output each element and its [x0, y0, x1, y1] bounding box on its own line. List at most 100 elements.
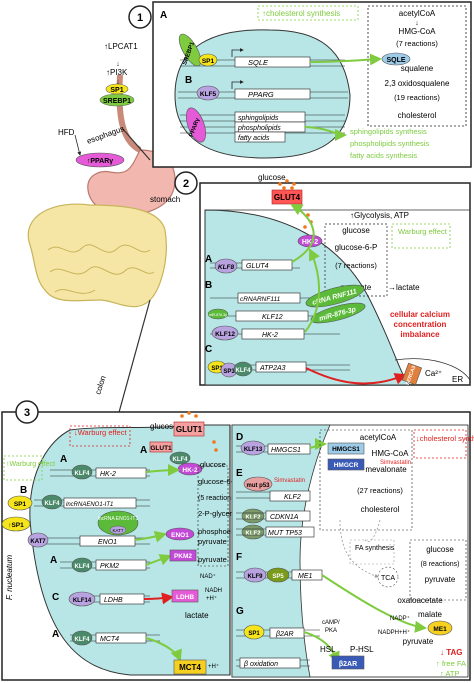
p3-sp1-g-label: SP1: [248, 631, 260, 637]
warburg-down-box: [69, 425, 131, 447]
cdkn1a-gene-label: CDKN1A: [270, 514, 299, 521]
phospholipids-gene-label: phospholipids: [237, 125, 281, 132]
eno1-enzyme-label: ENO1: [171, 532, 189, 539]
crna-rnf111-oval: [305, 284, 365, 308]
klf13-box-label: KLF13: [244, 447, 263, 453]
glycolysis-atp-label: ↑Glycolysis, ATP: [350, 211, 409, 220]
beta-oxidation-box: [239, 657, 301, 669]
p3-label-E: E: [236, 468, 243, 479]
sp5-box-label: SP5: [272, 574, 284, 580]
pkm2-gene-label: PKM2: [100, 563, 119, 570]
hfd-ppar-label: ↑PPARγ: [87, 158, 113, 165]
hmgcs1-gene-box: [267, 443, 311, 455]
lncrna-gene-label: lncRNAENO1-IT1: [66, 502, 113, 508]
p3-glucose-dots: [180, 411, 218, 452]
p3-hk2-gene-label: HK-2: [100, 471, 116, 478]
p3-klf4-b: [41, 494, 63, 510]
p3-label-C: C: [52, 592, 59, 603]
p2-glucose-label: glucose: [258, 173, 286, 182]
klf9-box-label: KLF9: [248, 574, 264, 580]
mutp53-box: [243, 476, 273, 492]
ppar-box: [185, 107, 207, 143]
p3-h-out: +H⁺: [208, 663, 219, 670]
lpcat1-label: ↑LPCAT1: [104, 42, 138, 51]
outcome-atp: ↑ ATP: [440, 669, 459, 678]
p2-klf4-box-label: KLF4: [236, 368, 252, 374]
lncrna-complex-label: lncRNA ENO1-IT1: [98, 516, 139, 522]
sphingolipids-gene-label: sphingolipids: [238, 115, 279, 122]
hk2-gene-box: [241, 328, 305, 340]
serca3-pump: [401, 362, 423, 386]
p3-nadp: NADP⁺: [390, 615, 410, 622]
pi3k-label: ↑PI3K: [106, 68, 128, 77]
sqle-gene-box: [234, 56, 311, 68]
panel2-label-A: A: [205, 254, 212, 265]
panel1-label-B: B: [185, 75, 192, 86]
stomach-label: stomach: [150, 195, 180, 204]
panel3-number: 3: [24, 407, 30, 419]
hk2-enzyme-label: HK-2: [302, 239, 318, 246]
glut4-transporter-label: GLUT4: [274, 193, 301, 202]
p3-nadph: NADPH+H⁺: [378, 629, 410, 636]
glut1-box-small-label: GLUT1: [150, 445, 172, 452]
p3-path-5reactions: (5 reactions): [198, 495, 237, 502]
glut1-box-small: [149, 441, 173, 453]
klf12-gene-box: [235, 310, 309, 322]
sp5-box: [266, 567, 290, 583]
simvastatin-label-1: Simvastatin: [380, 460, 411, 466]
lncrna-complex: [97, 510, 139, 536]
rp-oxaloacetate: oxaloacetate: [397, 596, 443, 605]
p3-pathway-box: [197, 465, 229, 567]
p2-sp3-box-label: SP3: [223, 369, 235, 375]
p3-klf4-a2: [71, 557, 93, 573]
mir-small-oval: [207, 308, 229, 320]
panel2-label-B: B: [205, 280, 212, 291]
klf13-box: [240, 440, 266, 456]
me1-enzyme-label: ME1: [433, 626, 447, 633]
outcome-free-fa: ↑ free FA: [436, 659, 466, 668]
p3-klf4-a1-label: KLF4: [75, 471, 91, 477]
p2-path-glucose6p: glucose-6-P: [335, 243, 378, 252]
kat7-small-label: KAT7: [113, 528, 124, 533]
warburg-box: [391, 223, 451, 249]
hk2-gene-label: HK-2: [262, 332, 278, 339]
rp-pyruvate-2: pyruvate: [403, 637, 434, 646]
panel1-number-badge: [128, 5, 152, 29]
tca-label: TCA: [381, 575, 395, 582]
cdkn1a-gene-box: [265, 510, 311, 522]
p3-glucose-label: glucose: [150, 422, 178, 431]
p3-h: +H⁺: [206, 595, 217, 602]
sqle-gene-label: SQLE: [248, 58, 269, 67]
p3-label-G: G: [236, 606, 244, 617]
panel2-label-C: C: [205, 344, 212, 355]
calcium-line1: cellular calcium: [390, 310, 450, 319]
crna-gene-box: [237, 292, 301, 304]
p2-path-glucose: glucose: [342, 226, 370, 235]
p3-klf4-b-label: KLF4: [45, 501, 61, 507]
klf9-box: [243, 567, 267, 583]
p3-path-phosphoenol: phosphoenol: [198, 527, 241, 536]
phospholipids-synthesis-label: phospholipids synthesis: [350, 139, 429, 148]
p3-hk2-enzyme-label: HK-2: [182, 467, 198, 474]
panel3-cell-left: [29, 424, 231, 676]
simvastatin-label-2: Simvastatin: [274, 478, 305, 484]
p3-label-A-3: A: [52, 629, 59, 640]
cholesterol-synthesis-label: ↑cholesterol synthesis: [262, 9, 340, 18]
klf5-box-label: KLF5: [200, 91, 217, 98]
p1-path-cholesterol: cholesterol: [398, 111, 437, 120]
p3-lactate: lactate: [185, 611, 209, 620]
sqle-enzyme-label: SQLE: [386, 57, 405, 64]
b2ar-receptor: [331, 655, 365, 670]
calcium-line2: concentration: [394, 320, 447, 329]
ldhb-enzyme: [171, 589, 199, 603]
cholesterol-pathway-box: [367, 5, 467, 127]
f-nucleatum-label: F. nucleatum: [5, 554, 14, 600]
p3-klf4-a1: [71, 464, 93, 480]
warburg-label: Warburg effect: [398, 227, 448, 236]
mut-tp53-gene-box: [265, 526, 315, 538]
klf2-box-a: [241, 508, 265, 524]
p3-chol-pathway-box: [319, 429, 413, 531]
sqle-enzyme-oval: [381, 52, 411, 66]
p3-klf4-a3: [71, 630, 93, 646]
